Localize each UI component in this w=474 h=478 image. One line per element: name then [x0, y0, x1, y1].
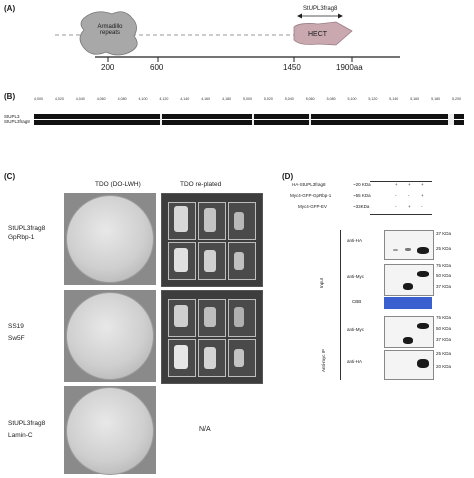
blot5-marker-20: 20 KDa — [436, 364, 452, 369]
construct-3-name: Myc4-GFP-EV — [298, 204, 328, 209]
construct-1-mark-lane3: + — [421, 182, 424, 187]
row1-dish-photo — [64, 193, 156, 285]
tick-1450: 1450 — [283, 63, 301, 72]
alignment-ruler: 4,000 4,020 4,040 4,060 4,080 4,100 4,120 4,140… — [34, 97, 464, 103]
ruler-tick-label: 4,000 — [34, 97, 43, 101]
blot2-marker-75: 75 KDa — [436, 263, 452, 268]
ruler-tick-label: 5,140 — [389, 97, 399, 101]
blot5-marker-25: 25 KDa — [436, 351, 452, 356]
alignment-gap — [252, 114, 254, 125]
panel-a-label: (A) — [4, 4, 16, 13]
track-label-frag8: StUPL3frag8 — [4, 119, 30, 124]
ruler-tick-label: 5,000 — [243, 97, 252, 101]
ruler-tick-label: 4,080 — [117, 97, 127, 101]
blot5-label: anti-HA — [347, 359, 363, 364]
protein-domain-diagram — [55, 11, 400, 62]
blot2-marker-50: 50 KDa — [436, 273, 452, 278]
input-section-label: Input — [319, 277, 324, 288]
panel-b-label: (B) — [4, 92, 16, 101]
track-label-stupl3: StUPL3 — [4, 114, 20, 119]
row3-label-line2: Lamin-C — [8, 432, 33, 439]
row2-dish-photo — [64, 290, 156, 382]
construct-1-mark-lane2: + — [408, 182, 411, 187]
alignment-track-1 — [34, 114, 464, 119]
ruler-tick-label: 4,060 — [96, 97, 106, 101]
hect-domain-shape — [293, 21, 353, 46]
alignment-gap — [309, 114, 311, 125]
column-header-tdo: TDO (DO-LWH) — [95, 181, 141, 188]
blot2-marker-37: 37 KDa — [436, 284, 452, 289]
ruler-tick-label: 5,120 — [368, 97, 378, 101]
construct-2-name: Myc4-GFP-GpRbp-1 — [290, 193, 332, 198]
input-section-bracket — [340, 230, 341, 344]
ruler-tick-label: 5,040 — [284, 97, 294, 101]
construct-3-mark-lane2: + — [408, 204, 411, 209]
armadillo-domain-shape — [79, 11, 138, 56]
blot3-label: CBB — [352, 299, 362, 304]
construct-3-size: ~33KDa — [353, 204, 370, 209]
fragment-label: StUPL3frag8 — [303, 6, 338, 12]
row3-label-line1: StUPL3frag8 — [8, 420, 46, 427]
ruler-tick-label: 5,060 — [305, 97, 315, 101]
alignment-gap — [160, 114, 162, 125]
blot4-marker-37: 37 KDa — [436, 337, 452, 342]
construct-2-mark-lane3: + — [421, 193, 424, 198]
blot4-marker-50: 50 KDa — [436, 326, 452, 331]
ruler-tick-label: 5,100 — [347, 97, 357, 101]
ruler-tick-label: 4,040 — [75, 97, 85, 101]
blot1-marker-37: 37 KDa — [436, 231, 452, 236]
row3-dish-photo — [64, 386, 156, 475]
alignment-gap — [448, 114, 454, 125]
panel-d-label: (D) — [282, 172, 294, 181]
blot2-label: anti-Myc — [347, 274, 365, 279]
ip-section-bracket — [340, 314, 341, 380]
construct-1-size: ~20 KDa — [353, 182, 371, 187]
ruler-tick-label: 5,180 — [431, 97, 441, 101]
construct-1-mark-lane1: + — [395, 182, 398, 187]
construct-1-name: HA-StUPL3frag8 — [292, 182, 326, 187]
ruler-tick-label: 4,020 — [54, 97, 64, 101]
construct-2-mark-lane1: - — [395, 193, 397, 198]
row1-label-line2: GpRbp-1 — [8, 234, 35, 241]
row1-label-line1: StUPL3frag8 — [8, 225, 46, 232]
tick-1900aa: 1900aa — [336, 63, 363, 72]
ip-section-label: Anti-myc IP — [321, 348, 326, 372]
tick-200: 200 — [101, 63, 115, 72]
blot1-image — [384, 230, 434, 260]
armadillo-label: Armadillo repeats — [97, 24, 123, 37]
not-applicable-label: N/A — [199, 426, 211, 433]
blot5-image — [384, 350, 434, 380]
construct-table-top-rule — [370, 181, 432, 182]
row2-label-line1: SS19 — [8, 323, 24, 330]
ruler-tick-label: 4,180 — [222, 97, 232, 101]
blot1-label: anti-HA — [347, 238, 363, 243]
blot1-marker-25: 25 KDa — [436, 246, 452, 251]
blot2-image — [384, 264, 434, 296]
construct-2-mark-lane2: - — [408, 193, 410, 198]
ruler-tick-label: 4,120 — [159, 97, 169, 101]
construct-3-mark-lane1: - — [395, 204, 397, 209]
ruler-tick-label: 4,100 — [138, 97, 148, 101]
construct-2-size: ~55 KDa — [353, 193, 371, 198]
hect-label: HECT — [308, 31, 328, 38]
cbb-stain-image — [384, 297, 432, 309]
ruler-tick-label: 5,020 — [263, 97, 273, 101]
column-header-replated: TDO re-plated — [180, 181, 222, 188]
blot4-marker-75: 75 KDa — [436, 315, 452, 320]
tick-600: 600 — [150, 63, 164, 72]
blot4-image — [384, 316, 434, 348]
ruler-tick-label: 4,160 — [201, 97, 211, 101]
panel-c-label: (C) — [4, 172, 16, 181]
alignment-track-2 — [34, 120, 464, 125]
ruler-tick-label: 5,080 — [326, 97, 336, 101]
blot4-label: anti-Myc — [347, 327, 365, 332]
ruler-tick-label: 5,200 — [452, 97, 461, 101]
row2-label-line2: Sw5F — [8, 335, 25, 342]
ruler-tick-label: 4,140 — [180, 97, 190, 101]
row1-replated-plate — [161, 193, 263, 287]
row2-replated-plate — [161, 290, 263, 384]
ruler-tick-label: 5,160 — [410, 97, 420, 101]
construct-3-mark-lane3: - — [421, 204, 423, 209]
construct-table-bottom-rule — [370, 214, 432, 215]
